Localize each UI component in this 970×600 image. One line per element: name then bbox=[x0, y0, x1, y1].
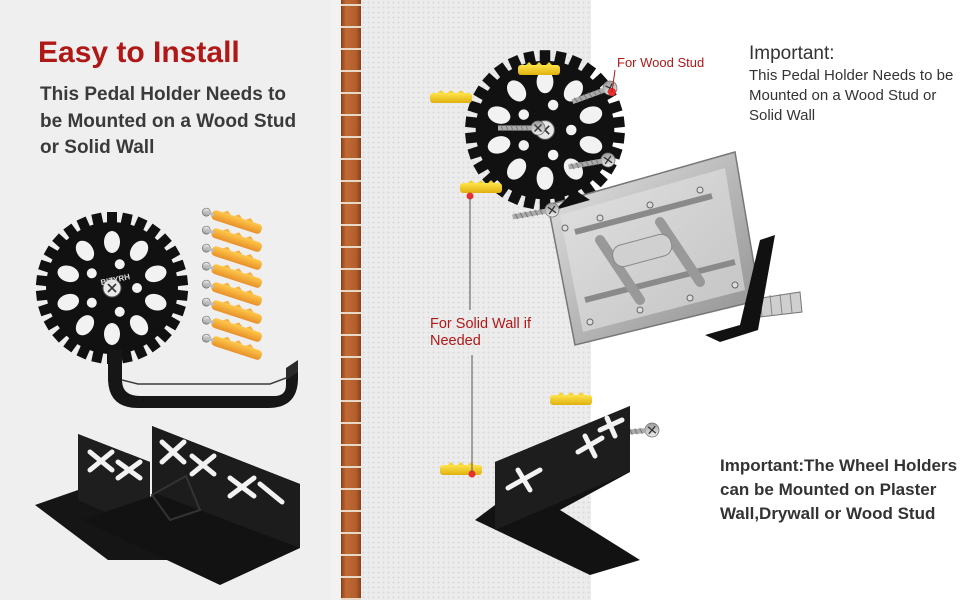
pedal-icon bbox=[547, 151, 803, 346]
callout-wood-stud bbox=[608, 69, 616, 96]
wall-anchor-icon bbox=[200, 202, 265, 362]
page-subtitle: This Pedal Holder Needs to be Mounted on… bbox=[40, 84, 297, 158]
gear-icon bbox=[35, 211, 189, 365]
wheel-holder-icon bbox=[475, 406, 640, 575]
wheel-holder-note: Important:The Wheel Holders can be Mount… bbox=[720, 456, 958, 523]
solid-wall-label: For Solid Wall if Needed bbox=[430, 316, 531, 349]
wheel-holder-icon bbox=[35, 426, 300, 585]
wood-stud-label: For Wood Stud bbox=[617, 55, 705, 70]
important-heading: Important: bbox=[749, 43, 835, 64]
important-note: This Pedal Holder Needs to be Mounted on… bbox=[749, 67, 954, 124]
page-title: Easy to Install bbox=[38, 36, 240, 69]
callout-solid-wall bbox=[466, 192, 476, 478]
brick-wall-strip bbox=[341, 0, 361, 600]
pedal-hook-bracket bbox=[108, 350, 298, 408]
